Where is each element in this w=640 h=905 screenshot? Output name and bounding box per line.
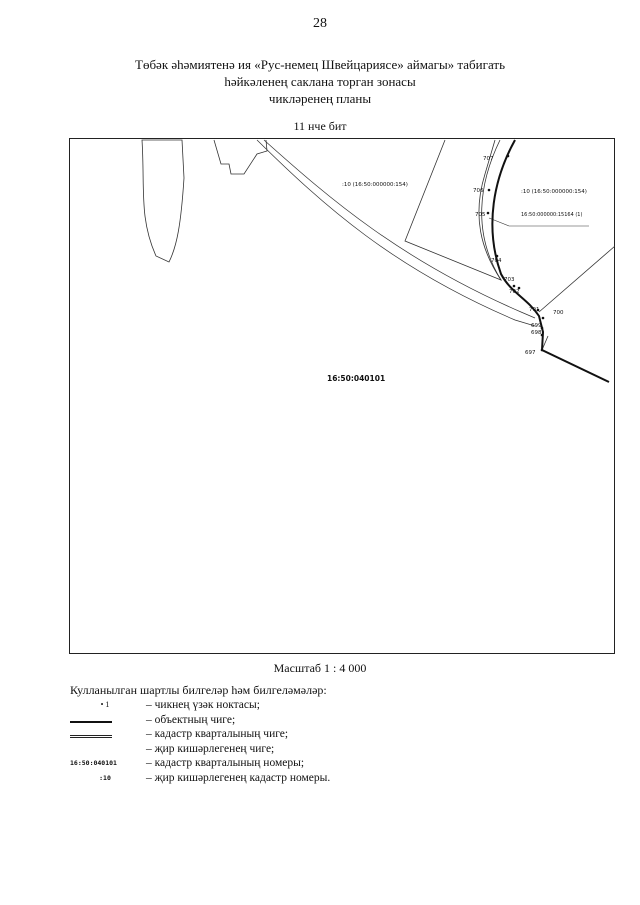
legend-desc-parcel-number: – җир кишәрлегенең кадастр номеры. [146,771,331,784]
point-705 [486,211,490,215]
legend-desc-parcel: – җир кишәрлегенең чиге; [146,742,275,755]
legend-row-parcel: – җир кишәрлегенең чиге; [70,743,590,758]
legend-desc-point: – чикнең үзәк ноктасы; [146,699,260,711]
quarter-boundary-outer [263,139,536,319]
legend: • 1 – чикнең үзәк ноктасы; – объектның ч… [70,699,590,786]
point-label-699: 699 [531,323,542,329]
parcel-small-top [213,139,268,175]
object-boundary [491,139,610,383]
point-701 [536,308,540,312]
legend-title: Кулланылган шартлы билгеләр һәм билгеләм… [70,683,327,697]
point-label-703: 703 [504,277,515,283]
point-label-706: 706 [473,188,484,194]
point-702 [517,286,521,290]
legend-row-quarter: – кадастр кварталының чиге; [70,728,590,743]
sheet-label: 11 нче бит [293,119,347,133]
point-706 [487,188,491,192]
point-703 [512,284,516,288]
title-line-3: чикләренең планы [268,91,372,106]
legend-symbol-parcel-number: :10 [99,773,111,782]
point-label-705: 705 [475,212,486,218]
legend-row-parcel-number: :10 – җир кишәрлегенең кадастр номеры. [70,772,590,787]
parcel-inner-curve [481,139,502,281]
document-title: Төбәк әһәмиятенә ия «Рус-немец Швейцария… [40,56,600,107]
title-line-1: Төбәк әһәмиятенә ия «Рус-немец Швейцария… [135,57,505,72]
title-line-2: һәйкәленең саклана торган зонасы [224,74,416,89]
legend-desc-object: – объектның чиге; [146,713,236,726]
parcel-label-15164: 16:50:000000:15164 (1) [521,212,582,218]
legend-row-quarter-number: 16:50:040101 – кадастр кварталының номер… [70,757,590,772]
legend-desc-quarter-number: – кадастр кварталының номеры; [146,757,305,769]
point-707 [506,154,510,158]
map-frame [69,138,615,654]
legend-desc-quarter: – кадастр кварталының чиге; [146,728,289,740]
point-label-697: 697 [525,350,536,356]
point-699 [540,326,544,330]
parcel-left [141,139,185,263]
legend-symbol-quarter-number: 16:50:040101 [70,759,117,767]
point-698 [540,333,544,337]
legend-symbol-object-line [70,714,140,728]
map-canvas: 707 706 705 704 703 702 701 700 699 698 … [69,138,615,654]
boundary-map[interactable]: 707 706 705 704 703 702 701 700 699 698 … [69,138,615,654]
point-label-704: 704 [491,258,502,264]
point-label-707: 707 [483,156,494,162]
quarter-number-label: 16:50:040101 [327,374,385,383]
map-scale: Масштаб 1 : 4 000 [273,661,367,675]
point-704 [495,254,499,258]
point-697 [540,348,544,352]
legend-symbol-quarter-line [70,728,140,742]
point-label-700: 700 [553,310,564,316]
legend-symbol-parcel-line [70,743,140,757]
point-700 [541,316,545,320]
quarter-boundary-inner [256,139,536,327]
parcel-label-right: :10 (16:50:000000:154) [521,189,587,195]
label-leader [488,217,589,227]
page-number: 28 [313,16,327,31]
parcel-right-upper [538,245,615,313]
point-label-702: 702 [509,289,520,295]
legend-row-object: – объектның чиге; [70,714,590,729]
legend-symbol-point: • 1 [100,700,110,709]
parcel-label-left: :10 (16:50:000000:154) [342,182,408,188]
legend-row-point: • 1 – чикнең үзәк ноктасы; [70,699,590,714]
point-label-701: 701 [529,307,540,313]
point-label-698: 698 [531,330,542,336]
